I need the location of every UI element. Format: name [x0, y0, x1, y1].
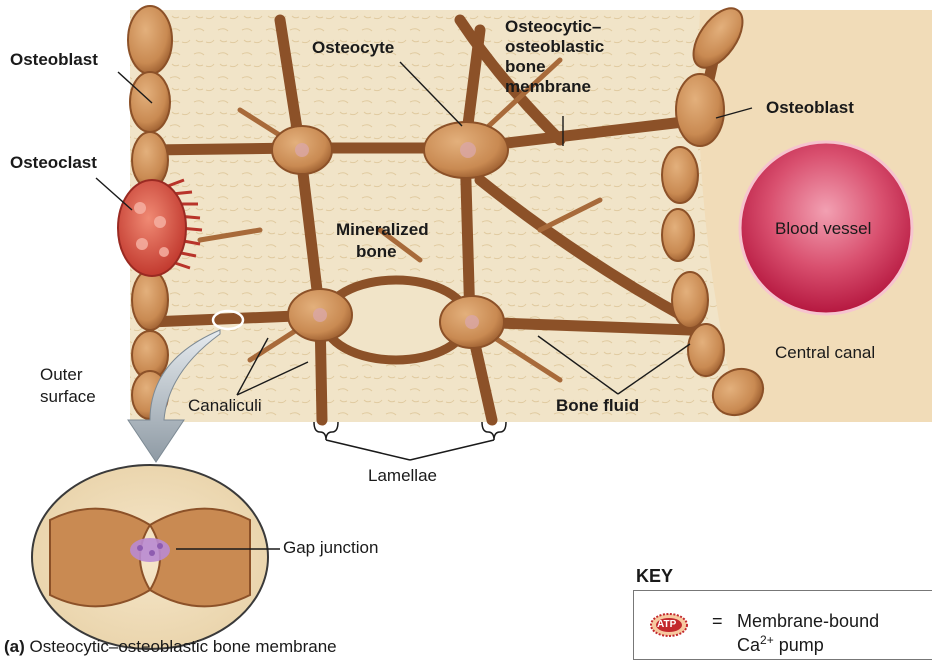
key-line2-suffix: pump [774, 635, 824, 655]
caption-text: Osteocytic–osteoblastic bone membrane [30, 637, 337, 656]
label-membrane-line2: osteoblastic [505, 37, 604, 57]
label-osteoblast-left: Osteoblast [10, 50, 98, 70]
label-lamellae: Lamellae [368, 466, 437, 486]
key-title: KEY [636, 566, 673, 587]
label-bone-fluid: Bone fluid [556, 396, 639, 416]
label-gap-junction: Gap junction [283, 538, 378, 558]
label-membrane-line4: membrane [505, 77, 591, 97]
key-line2: Ca2+ pump [737, 634, 824, 656]
label-blood-vessel: Blood vessel [775, 219, 871, 239]
figure-caption: (a) Osteocytic–osteoblastic bone membran… [4, 637, 337, 657]
atp-icon-label: ATP [657, 619, 676, 631]
key-line2-sup: 2+ [760, 633, 774, 647]
label-osteoblast-right: Osteoblast [766, 98, 854, 118]
label-osteocyte: Osteocyte [312, 38, 394, 58]
lamellae-braces [314, 422, 506, 460]
key-line1: Membrane-bound [737, 611, 879, 632]
key-line2-prefix: Ca [737, 635, 760, 655]
label-outer-line2: surface [40, 387, 96, 407]
label-canaliculi: Canaliculi [188, 396, 262, 416]
label-outer-line1: Outer [40, 365, 83, 385]
label-central-canal: Central canal [775, 343, 875, 363]
label-membrane-line1: Osteocytic– [505, 17, 601, 37]
label-mineralized-line1: Mineralized [336, 220, 429, 240]
caption-letter: (a) [4, 637, 25, 656]
gap-junction-inset [32, 465, 268, 649]
key-equals: = [712, 611, 723, 632]
label-osteoclast: Osteoclast [10, 153, 97, 173]
label-mineralized-line2: bone [356, 242, 397, 262]
label-membrane-line3: bone [505, 57, 546, 77]
